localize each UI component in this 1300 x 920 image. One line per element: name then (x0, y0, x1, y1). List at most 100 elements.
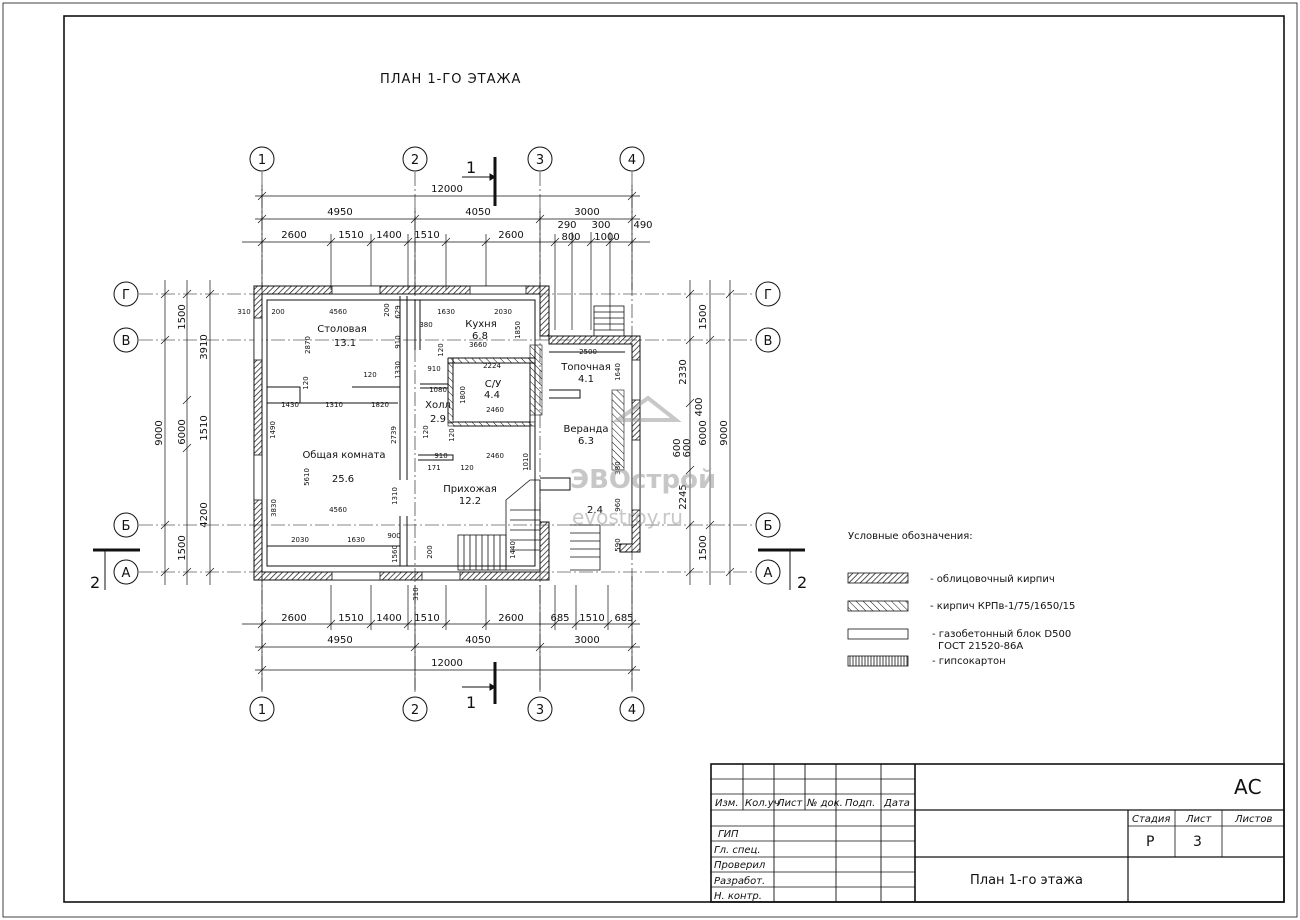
dim-top-small-300: 300 (591, 220, 610, 231)
dim-bottom-seg-3: 1400 (376, 613, 401, 624)
inner-dim: 1850 (514, 321, 522, 339)
stamp-row-proveril: Проверил (714, 860, 766, 871)
stamp-code: АС (1234, 775, 1262, 799)
axis-label-a-left: А (122, 566, 131, 581)
inner-dim: 310 (237, 308, 250, 316)
axis-label-g-left: Г (122, 288, 130, 303)
inner-dim: 1330 (394, 361, 402, 379)
stamp-header-listov: Листов (1234, 814, 1272, 825)
inner-dim: 2224 (483, 362, 501, 370)
inner-dim: 2460 (486, 406, 504, 414)
stamp-row-glspec: Гл. спец. (714, 845, 761, 856)
inner-dim: 2870 (304, 336, 312, 354)
dim-top-small-290: 290 (557, 220, 576, 231)
dim-top-axis-1-2: 4950 (327, 207, 352, 218)
stamp-sheet-value: 3 (1193, 834, 1202, 850)
dim-top-seg-4: 1510 (414, 230, 439, 241)
dim-right-600a: 600 (672, 438, 683, 457)
dim-bottom-axis-2-3: 4050 (465, 635, 490, 646)
axis-label-v-right: В (764, 334, 773, 349)
dim-right-6000: 6000 (698, 420, 709, 445)
dim-top-axis-3-4: 3000 (574, 207, 599, 218)
room-area-boiler: 4.1 (578, 374, 594, 385)
room-area-wc: 4.4 (484, 390, 500, 401)
stamp-sheet-title: План 1-го этажа (970, 873, 1083, 888)
dim-bottom-seg-7: 1510 (579, 613, 604, 624)
inner-dim: 1820 (371, 401, 389, 409)
room-name-wc: С/У (485, 379, 501, 390)
legend-swatch-brick (847, 600, 909, 612)
inner-dim: 2030 (291, 536, 309, 544)
dim-bottom-seg-4: 1510 (414, 613, 439, 624)
inner-dim: 200 (426, 545, 434, 558)
room-area-entry: 12.2 (459, 496, 481, 507)
stamp-header-podp: Подп. (845, 798, 875, 809)
section-mark-top: 1 (466, 158, 476, 177)
axis-lines (139, 172, 755, 694)
inner-dim: 120 (437, 343, 445, 356)
inner-dim: 1010 (522, 453, 530, 471)
inner-dim: 1490 (269, 421, 277, 439)
room-area-dining: 13.1 (334, 338, 356, 349)
watermark-name: ЭВОстрой (570, 465, 716, 495)
inner-dim: 2030 (494, 308, 512, 316)
room-area-porch: 2.4 (587, 505, 603, 516)
dim-bottom-overall: 12000 (431, 658, 463, 669)
inner-dim: 3830 (270, 499, 278, 517)
inner-dim: 1630 (437, 308, 455, 316)
dim-left-1510: 1510 (199, 415, 210, 440)
dim-bottom-seg-6: 685 (550, 613, 569, 624)
axis-label-b-right: Б (764, 519, 773, 534)
room-name-dining: Столовая (317, 324, 366, 335)
inner-dim: 1560 (391, 545, 399, 563)
dim-left-overall: 9000 (154, 420, 165, 445)
legend-label-brick: - кирпич КРПв-1/75/1650/15 (930, 601, 1075, 612)
dim-right-1500-top: 1500 (698, 304, 709, 329)
axis-label-1-bottom: 1 (258, 703, 266, 718)
axis-label-b-left: Б (122, 519, 131, 534)
dim-top-small-800: 800 (561, 232, 580, 243)
inner-dim: 1800 (459, 386, 467, 404)
room-area-living: 25.6 (332, 474, 354, 485)
stamp-header-ndok: № док. (806, 798, 843, 809)
axis-label-v-left: В (122, 334, 131, 349)
dimension-lines (160, 185, 735, 690)
dim-bottom-axis-3-4: 3000 (574, 635, 599, 646)
inner-dim: 900 (387, 532, 400, 540)
axis-label-4-top: 4 (628, 153, 636, 168)
inner-dim: 1430 (281, 401, 299, 409)
dim-top-axis-2-3: 4050 (465, 207, 490, 218)
dim-left-1500-bottom: 1500 (177, 535, 188, 560)
axis-bubbles (113, 146, 781, 722)
inner-dim: 3660 (469, 341, 487, 349)
stamp-row-nkontr: Н. контр. (714, 891, 762, 902)
inner-dim: 910 (427, 365, 440, 373)
inner-dim: 629 (394, 305, 402, 318)
legend-label-gas-block-gost: ГОСТ 21520-86А (938, 641, 1023, 652)
inner-dim: 120 (460, 464, 473, 472)
inner-dim: 1310 (325, 401, 343, 409)
watermark: ЭВОстрой evostroy.ru (570, 395, 716, 529)
dim-right-400: 400 (694, 397, 705, 416)
dim-right-1500-bottom: 1500 (698, 535, 709, 560)
dim-right-2330: 2330 (678, 359, 689, 384)
dim-top-small-1000: 1000 (594, 232, 619, 243)
inner-dim: 2739 (390, 426, 398, 444)
axis-label-1-top: 1 (258, 153, 266, 168)
dim-left-6000: 6000 (177, 419, 188, 444)
legend-swatch-facing-brick (847, 572, 909, 584)
inner-dim: 1630 (347, 536, 365, 544)
section-mark-right: 2 (797, 573, 807, 592)
inner-dim: 380 (419, 321, 432, 329)
inner-dim: 590 (614, 538, 622, 551)
inner-dim: 1310 (391, 487, 399, 505)
dim-top-seg-3: 1400 (376, 230, 401, 241)
inner-dim: 1640 (614, 363, 622, 381)
inner-dim: 120 (422, 425, 430, 438)
stamp-header-stadiya: Стадия (1132, 814, 1170, 825)
dim-bottom-seg-2: 1510 (338, 613, 363, 624)
legend-label-drywall: - гипсокартон (932, 656, 1006, 667)
dim-top-seg-2: 1510 (338, 230, 363, 241)
dim-top-small-490: 490 (633, 220, 652, 231)
